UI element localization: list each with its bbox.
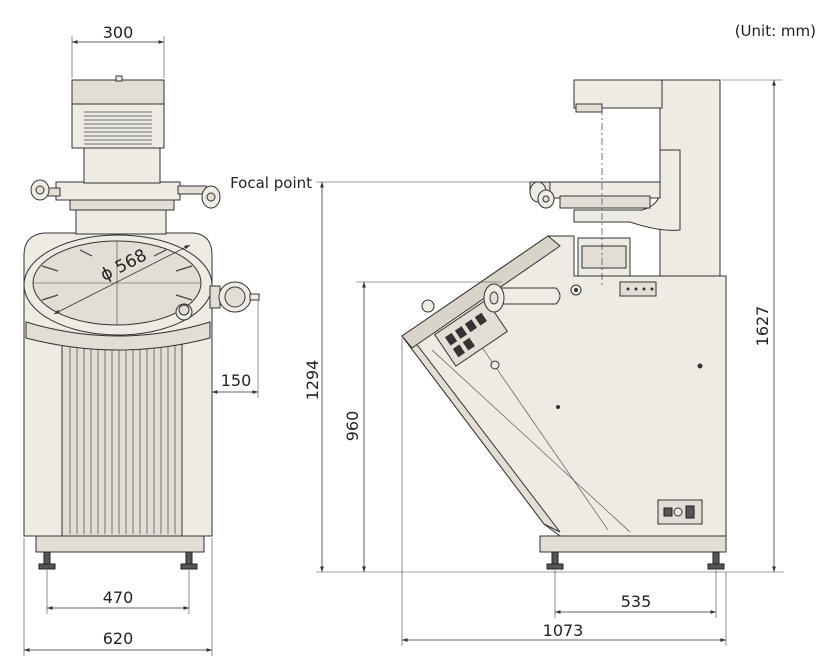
label-1073: 1073 xyxy=(543,621,584,640)
front-head xyxy=(30,75,221,235)
front-legs xyxy=(35,535,205,570)
dim-total-width: 620 xyxy=(23,538,213,656)
front-view: 300 ϕ 568 150 470 620 xyxy=(23,23,260,656)
label-1294: 1294 xyxy=(303,360,322,401)
label-150: 150 xyxy=(221,371,252,390)
label-960: 960 xyxy=(343,411,362,442)
front-dial xyxy=(209,281,260,313)
side-stage xyxy=(529,181,661,209)
dim-screen-height: 960 xyxy=(343,281,502,572)
side-body xyxy=(401,235,727,537)
dim-foot-span-front: 470 xyxy=(46,570,190,614)
label-focal-point: Focal point xyxy=(230,174,312,192)
side-legs xyxy=(539,535,727,570)
side-power-panel xyxy=(657,499,703,525)
label-535: 535 xyxy=(621,592,652,611)
projection-screen xyxy=(32,240,202,326)
label-1627: 1627 xyxy=(753,306,772,347)
side-view: Focal point 1294 960 1627 535 xyxy=(230,79,784,646)
dim-total-height: 1627 xyxy=(722,79,782,572)
side-handwheel xyxy=(483,283,561,313)
dim-side-offset: 150 xyxy=(211,300,259,398)
side-column xyxy=(573,79,721,277)
side-control-panel xyxy=(421,299,509,370)
dim-focal-height: 1294 xyxy=(303,182,324,572)
focal-point-callout: Focal point xyxy=(230,174,546,192)
dim-total-depth: 1073 xyxy=(401,338,727,646)
dim-foot-span-side: 535 xyxy=(554,570,717,618)
label-470: 470 xyxy=(103,588,134,607)
unit-label: (Unit: mm) xyxy=(734,22,816,40)
label-620: 620 xyxy=(103,629,134,648)
front-vents xyxy=(69,342,176,534)
dim-top-width: 300 xyxy=(71,23,165,78)
label-300: 300 xyxy=(103,23,134,42)
